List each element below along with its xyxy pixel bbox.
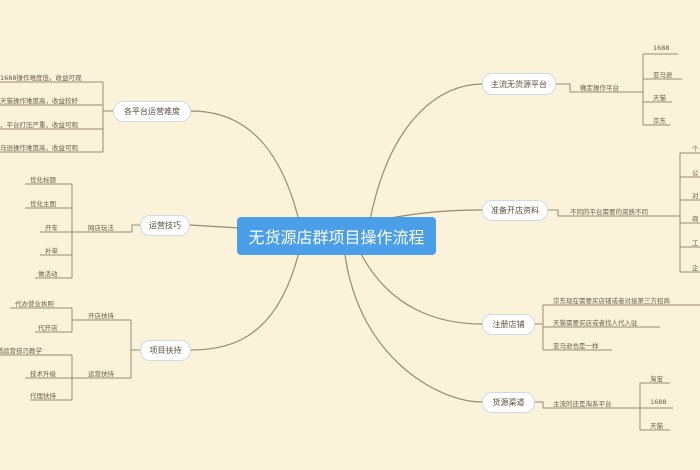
leaf: 做活动 bbox=[38, 270, 58, 278]
leaf: 个 bbox=[692, 145, 699, 153]
leaf: 天猫操作难度高，收益较好 bbox=[0, 97, 78, 105]
leaf: 亚马逊也是一样 bbox=[553, 342, 599, 350]
leaf: 补单 bbox=[45, 247, 58, 255]
leaf: 天猫需要买店或者找人代入驻 bbox=[553, 319, 638, 327]
leaf: 马逊操作难度高，收益可观 bbox=[0, 144, 78, 152]
leaf: 代办营业执照 bbox=[15, 300, 54, 308]
branch-label: 运营扶持 bbox=[88, 370, 114, 378]
leaf: 天猫 bbox=[650, 422, 663, 430]
leaf: 技术升级 bbox=[30, 370, 56, 378]
leaf: 工 bbox=[692, 239, 699, 247]
node-operation-skills[interactable]: 运营技巧 bbox=[140, 215, 190, 236]
leaf: 京东现在需要买店铺或者对接第三方招商 bbox=[553, 297, 670, 305]
leaf: 代开店 bbox=[38, 324, 58, 332]
node-supply-channels[interactable]: 货源渠道 bbox=[482, 392, 535, 413]
leaf: 淘宝 bbox=[650, 375, 663, 383]
branch-label: 开店扶持 bbox=[88, 312, 114, 320]
node-platform-difficulty[interactable]: 各平台运营难度 bbox=[113, 101, 191, 122]
leaf: 1688 bbox=[653, 44, 670, 52]
leaf: 优化标题 bbox=[30, 176, 56, 184]
leaf: 天猫 bbox=[653, 94, 666, 102]
leaf: 亚马逊 bbox=[653, 71, 673, 79]
leaf: ，平台打压严重，收益可观 bbox=[0, 121, 78, 129]
leaf: 店铺运营技巧教学 bbox=[0, 347, 42, 355]
node-mainstream-platforms[interactable]: 主流无货源平台 bbox=[482, 73, 556, 95]
leaf: 商 bbox=[692, 215, 699, 223]
leaf: 1688 bbox=[650, 398, 667, 406]
leaf: 公 bbox=[692, 169, 699, 177]
branch-label: 网店玩法 bbox=[88, 224, 114, 232]
leaf: 开车 bbox=[45, 224, 58, 232]
central-topic[interactable]: 无货源店群项目操作流程 bbox=[237, 217, 436, 255]
branch-label: 主流的还是淘系平台 bbox=[553, 400, 612, 408]
node-prepare-documents[interactable]: 准备开店资料 bbox=[482, 200, 548, 221]
node-register-store[interactable]: 注册店铺 bbox=[482, 314, 535, 335]
leaf: 京东 bbox=[653, 117, 666, 125]
leaf: 对 bbox=[692, 192, 699, 200]
leaf: 代理扶持 bbox=[30, 392, 56, 400]
leaf: 1688操作难度低，收益可观 bbox=[0, 74, 82, 82]
node-project-support[interactable]: 项目扶持 bbox=[140, 340, 191, 361]
leaf: 企 bbox=[692, 264, 699, 272]
branch-label: 不同的平台需要的资质不同 bbox=[570, 208, 648, 216]
branch-label: 确定操作平台 bbox=[580, 84, 619, 92]
leaf: 优化主图 bbox=[30, 200, 56, 208]
